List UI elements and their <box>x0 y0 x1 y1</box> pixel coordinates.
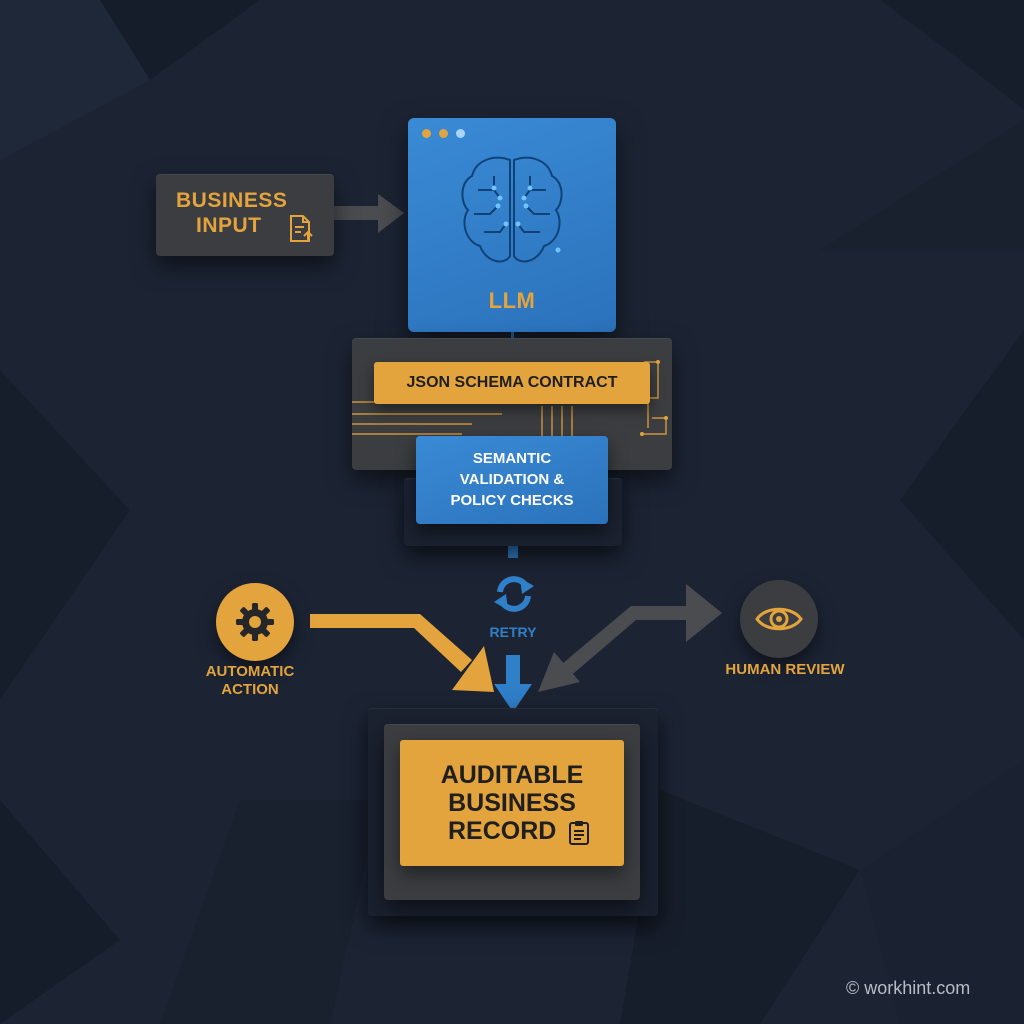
schema-module-card: JSON SCHEMA CONTRACT <box>352 338 672 470</box>
retry-label: RETRY <box>489 624 537 640</box>
retry-to-record-arrow <box>494 655 532 712</box>
automatic-action-label-2: ACTION <box>221 680 279 698</box>
record-label-1: AUDITABLE <box>440 760 584 789</box>
review-record-arrow <box>538 584 722 692</box>
semantic-validation-card: SEMANTIC VALIDATION & POLICY CHECKS <box>416 436 608 524</box>
record-label-3: RECORD <box>448 817 557 845</box>
refresh-icon <box>494 576 534 612</box>
business-input-card: BUSINESS INPUT <box>156 174 334 256</box>
automatic-action-badge <box>216 583 294 661</box>
window-dot-orange <box>422 129 431 138</box>
gear-icon <box>236 603 274 641</box>
automatic-action-label-1: AUTOMATIC <box>205 662 295 680</box>
action-to-record-arrow <box>310 614 494 692</box>
semantic-label-2: VALIDATION & <box>459 470 565 488</box>
record-label-2: BUSINESS <box>448 788 576 817</box>
clipboard-icon <box>569 821 589 845</box>
window-dot-blue <box>456 129 465 138</box>
llm-card: LLM <box>408 118 616 332</box>
semantic-label-1: SEMANTIC <box>472 449 552 467</box>
semantic-label-3: POLICY CHECKS <box>450 491 574 509</box>
llm-label: LLM <box>488 288 536 313</box>
human-review-label: HUMAN REVIEW <box>725 660 845 678</box>
document-upload-icon <box>290 215 313 242</box>
watermark-text: © workhint.com <box>846 978 971 998</box>
brain-circuit-icon <box>461 156 563 263</box>
semantic-to-retry-connector <box>508 540 518 558</box>
auditable-record-card: AUDITABLE BUSINESS RECORD <box>400 740 624 866</box>
business-input-label-1: BUSINESS <box>176 189 288 212</box>
input-to-llm-arrow <box>334 194 404 233</box>
window-dot-orange-2 <box>439 129 448 138</box>
json-schema-label: JSON SCHEMA CONTRACT <box>374 362 650 404</box>
business-input-label-2: INPUT <box>196 214 262 237</box>
eye-icon <box>755 607 803 631</box>
human-review-badge <box>740 580 818 658</box>
